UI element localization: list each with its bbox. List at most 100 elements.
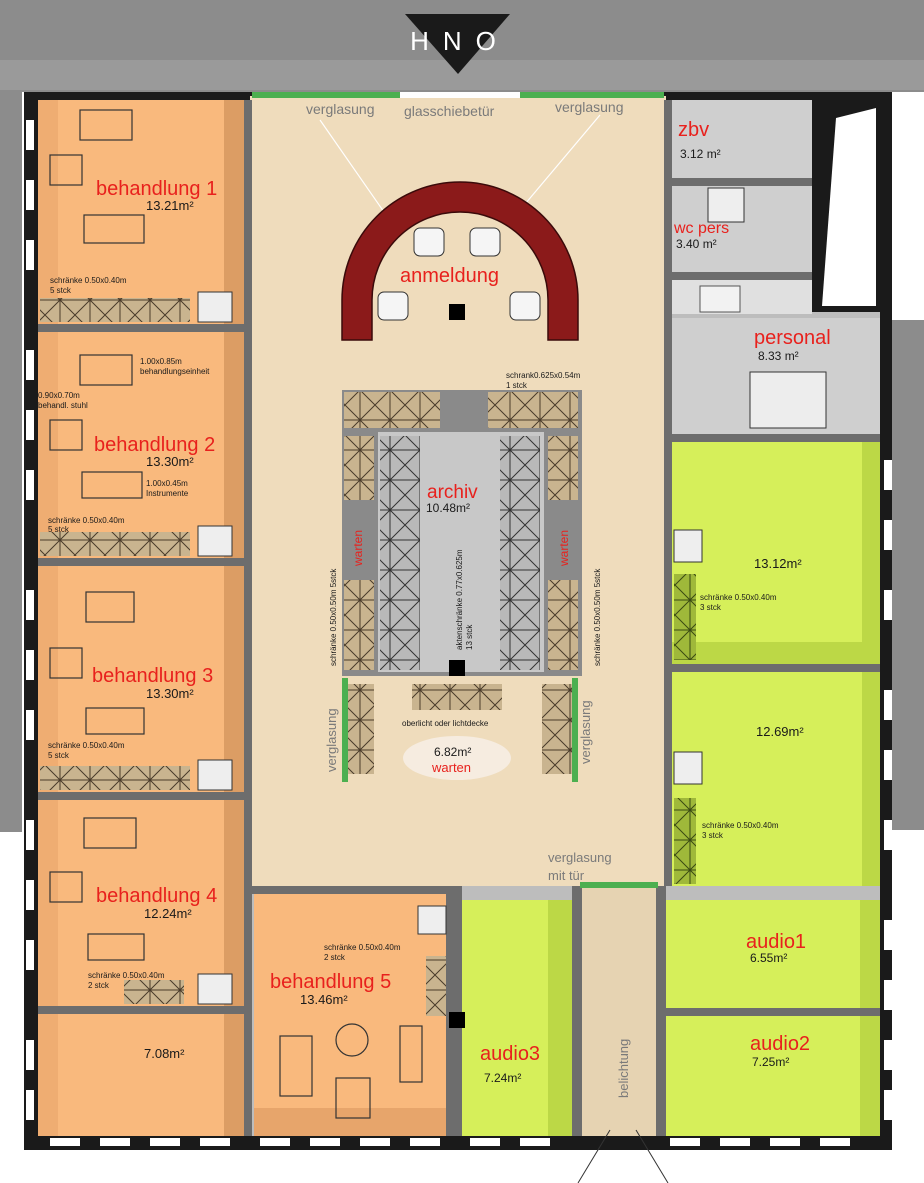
sink-icons <box>197 187 745 1005</box>
divider <box>38 324 250 332</box>
glazing-left-label: verglasung <box>324 708 339 772</box>
room-area-behandlung-1: 13.21m² <box>146 198 194 213</box>
archive-shelf-right <box>500 436 540 670</box>
oberlicht-label: oberlicht oder lichtdecke <box>402 719 489 728</box>
stair-well <box>822 108 876 306</box>
cabinet-label: schränke 0.50x0.40m <box>700 593 777 602</box>
room-area-audio3: 7.24m² <box>484 1071 521 1085</box>
room-name-belichtung: belichtung <box>616 1039 631 1098</box>
column-marker <box>449 1012 465 1028</box>
cabinet-top-left <box>344 392 440 428</box>
treatment-furniture <box>49 109 423 1119</box>
room-area-green-2: 12.69m² <box>756 724 804 739</box>
door-glazing-label-2: mit tür <box>548 868 585 883</box>
divider <box>446 886 462 1136</box>
warten-left-label: warten <box>351 530 365 567</box>
neighbor-left <box>0 92 22 832</box>
cabinet-count: 5 stck <box>50 286 72 295</box>
cabinet-count: 3 stck <box>700 603 722 612</box>
room-name-wc: wc pers <box>673 220 729 237</box>
instr-label: 1.00x0.45m <box>146 479 188 488</box>
leader-line <box>519 114 601 211</box>
room-area-zbv: 3.12 m² <box>680 147 721 161</box>
room-area-green-1: 13.12m² <box>754 556 802 571</box>
instr-desc: Instrumente <box>146 489 189 498</box>
divider <box>572 886 582 1136</box>
room-edge <box>254 1108 446 1136</box>
waiting-seats <box>344 684 572 774</box>
divider <box>672 664 880 672</box>
room-name-behandlung-3: behandlung 3 <box>92 665 213 687</box>
room-area-wc: 3.40 m² <box>676 237 717 251</box>
room-name-zbv: zbv <box>678 119 709 141</box>
glazing-left <box>342 678 348 782</box>
lichtdecke-oval <box>403 736 511 780</box>
room-name-audio3: audio3 <box>480 1043 540 1065</box>
divider <box>252 886 452 894</box>
cabinet-label: aktenschränke 0.77x0.625m <box>455 549 464 650</box>
cabinet-count: 1 stck <box>506 381 528 390</box>
left-windows <box>26 120 34 1120</box>
glazing-right <box>572 678 578 782</box>
room-green-2 <box>672 672 880 886</box>
room-audio1 <box>666 900 880 1008</box>
cabinet-right-1 <box>548 436 578 500</box>
room-area-archiv: 10.48m² <box>426 501 470 515</box>
divider <box>38 792 250 800</box>
reception-chairs <box>377 227 541 321</box>
cabinet-label: schrank0.625x0.54m <box>506 371 581 380</box>
door-glazing-label: verglasung <box>548 850 612 865</box>
cabinet-count: 2 stck <box>324 953 346 962</box>
glazing-door <box>580 882 658 888</box>
archive-shelf-left <box>380 436 420 670</box>
warten-right-label: warten <box>557 530 571 567</box>
cabinet-top-right <box>488 392 578 428</box>
divider <box>672 178 812 186</box>
divider <box>38 558 250 566</box>
cabinet-label: schränke 0.50x0.50m 5stck <box>329 568 338 666</box>
leader-line <box>635 1129 669 1183</box>
room-area-behandlung-2: 13.30m² <box>146 454 194 469</box>
bottom-windows <box>50 1138 850 1146</box>
room-green-1 <box>672 442 880 664</box>
cabinet-count: 5 stck <box>48 751 70 760</box>
cabinet-count: 3 stck <box>702 831 724 840</box>
sliding-door-label: glasschiebetür <box>404 103 495 119</box>
room-area-behandlung-4: 12.24m² <box>144 906 192 921</box>
room-name-behandlung-1: behandlung 1 <box>96 178 217 200</box>
cabinet-right-2 <box>548 580 578 670</box>
room-kitchenette <box>672 280 812 314</box>
left-rooms-shadow <box>224 100 244 1136</box>
glazing-right-label: verglasung <box>578 700 593 764</box>
cabinet-label: schränke 0.50x0.40m <box>88 971 165 980</box>
room-name-anmeldung: anmeldung <box>400 265 499 287</box>
room-area-audio2: 7.25m² <box>752 1055 789 1069</box>
divider <box>672 434 880 442</box>
chair-label: 0.90x0.70m <box>38 391 80 400</box>
room-area-personal: 8.33 m² <box>758 349 799 363</box>
room-edge <box>672 642 880 664</box>
hno-title: HNO <box>410 26 510 56</box>
unit-label: 1.00x0.85m <box>140 357 182 366</box>
divider <box>672 272 812 280</box>
room-name-behandlung-4: behandlung 4 <box>96 885 217 907</box>
unit-desc: behandlungseinheit <box>140 367 210 376</box>
cabinet-label: schränke 0.50x0.40m <box>48 741 125 750</box>
leader-line <box>577 1129 611 1183</box>
room-name-audio2: audio2 <box>750 1033 810 1055</box>
room-area-warten: 6.82m² <box>434 745 471 759</box>
divider <box>244 100 252 1136</box>
cabinet-rows <box>40 298 696 1016</box>
room-behandlung-5 <box>254 894 446 1136</box>
room-edge <box>860 900 880 1136</box>
room-behandlung-4 <box>38 800 244 1006</box>
sliding-door <box>400 92 520 98</box>
cabinet-label: schränke 0.50x0.40m <box>48 516 125 525</box>
belichtung-corridor <box>580 886 658 1136</box>
room-small <box>38 1014 244 1136</box>
chair-desc: behandl. stuhl <box>38 401 88 410</box>
room-name-behandlung-2: behandlung 2 <box>94 434 215 456</box>
staff-table <box>749 371 827 429</box>
column-marker <box>449 660 465 676</box>
